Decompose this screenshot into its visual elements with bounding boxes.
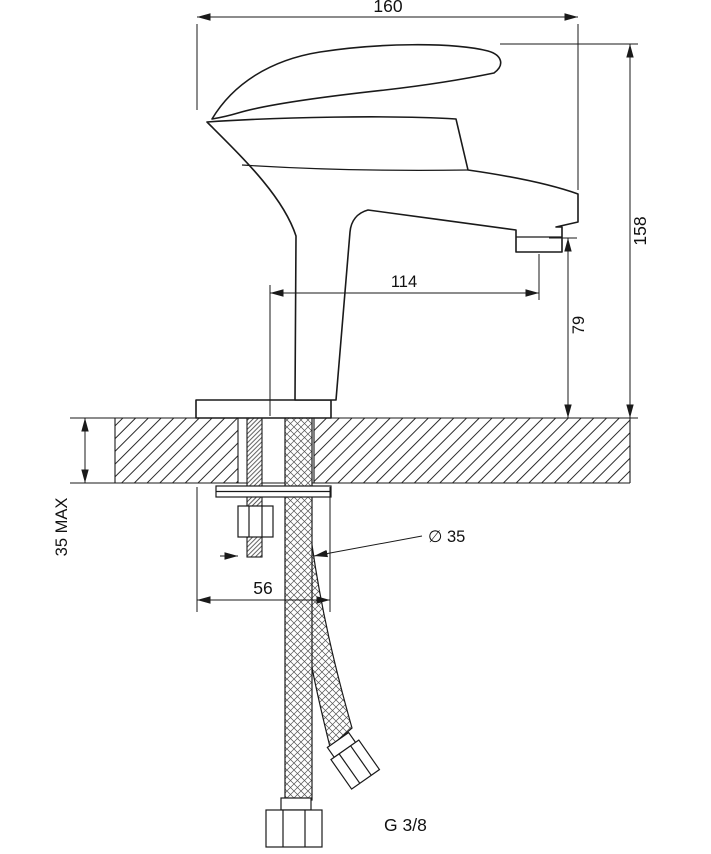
- fitting-nut: [330, 739, 381, 790]
- faucet-body: [206, 116, 579, 401]
- countertop-section: [70, 417, 638, 484]
- faucet-body-joint-line: [241, 164, 469, 171]
- dimension-spout-height: 79: [549, 237, 588, 418]
- faucet-base-plate: [195, 399, 332, 419]
- faucet: [195, 43, 579, 419]
- dimension-overall-length: 160: [196, 0, 579, 190]
- flexible-hose-straight: [284, 409, 313, 801]
- thread-size-label: G 3/8: [384, 815, 427, 835]
- faucet-handle-lever: [211, 43, 502, 120]
- overall-length-label: 160: [373, 0, 402, 16]
- countertop-hatch-right: [314, 418, 630, 483]
- fitting-nut: [265, 809, 323, 848]
- dimension-deck-thickness: 35 MAX: [53, 418, 89, 557]
- hose-fitting-angled: [326, 731, 381, 790]
- spout-reach-label: 114: [391, 273, 417, 291]
- hose-fitting-bottom: [265, 797, 323, 848]
- mounting-nut: [237, 505, 274, 538]
- deck-thickness-label: 35 MAX: [53, 498, 71, 557]
- flexible-hoses: [265, 409, 381, 848]
- mounting-hardware: [215, 409, 332, 558]
- dimension-overall-height: 158: [500, 43, 650, 418]
- base-depth-label: 56: [253, 578, 272, 598]
- overall-height-label: 158: [630, 216, 650, 245]
- fitting-nut-facet: [350, 745, 372, 776]
- countertop-hatch-left: [115, 418, 238, 483]
- hole-diameter-leader-line: [313, 535, 423, 558]
- dimension-hole-diameter: ∅ 35: [220, 528, 465, 560]
- dimension-spout-reach: 114: [269, 254, 540, 416]
- fitting-collar: [280, 797, 312, 811]
- label-connection-thread: G 3/8: [384, 815, 427, 835]
- dimension-base-depth: 56: [196, 487, 331, 612]
- spout-height-label: 79: [570, 316, 588, 334]
- hole-diameter-label: ∅ 35: [428, 528, 465, 546]
- fitting-nut-facet: [338, 753, 361, 784]
